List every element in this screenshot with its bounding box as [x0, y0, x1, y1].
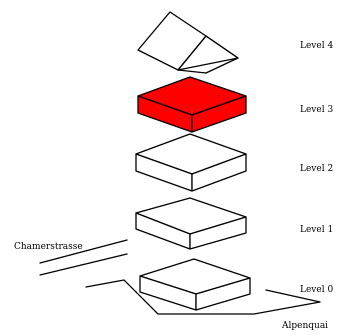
alpenquai-outline — [85, 279, 321, 315]
level-2-slab — [135, 133, 247, 192]
level-2-label: Level 2 — [300, 164, 333, 174]
level-0-label: Level 0 — [300, 285, 333, 295]
level-4-roof — [137, 11, 239, 74]
level-1-slab — [135, 197, 247, 250]
level-3-right-side — [191, 95, 247, 133]
level-1-right-side — [189, 216, 247, 250]
roof-gable-end — [177, 35, 239, 71]
level-4-label: Level 4 — [300, 41, 333, 51]
alpenquai-label: Alpenquai — [281, 321, 328, 331]
chamerstrasse-label: Chamerstrasse — [14, 242, 83, 252]
level-2-right-side — [191, 153, 247, 192]
level-0-slab — [139, 258, 251, 311]
level-3-label: Level 3 — [300, 105, 333, 115]
level-1-label: Level 1 — [300, 225, 333, 235]
chamerstrasse-line-upper — [39, 239, 128, 264]
street-lines — [39, 239, 321, 315]
level-0-right-side — [195, 277, 251, 311]
level-3-slab — [137, 76, 247, 133]
chamerstrasse-line-lower — [39, 253, 128, 276]
